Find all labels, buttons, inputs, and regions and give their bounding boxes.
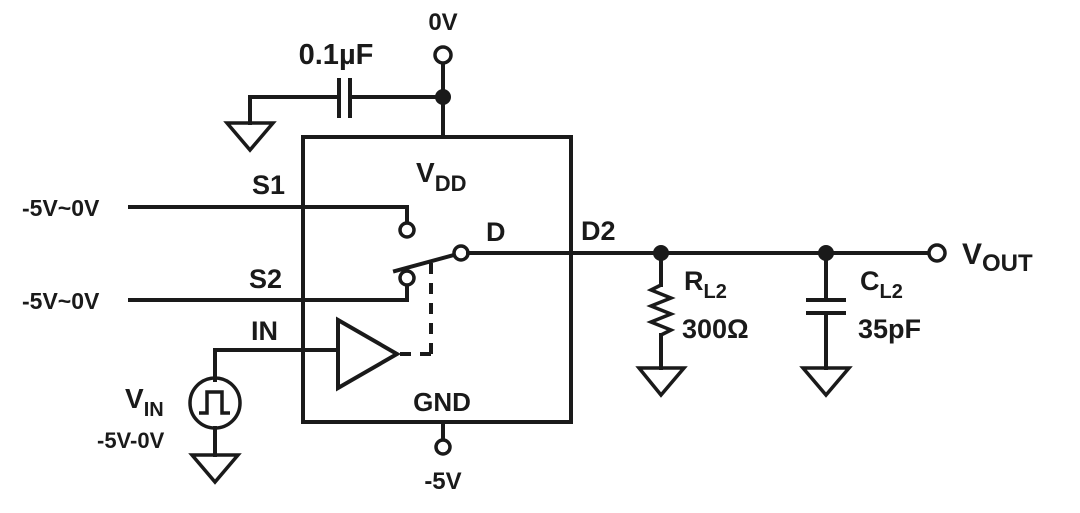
s2-range-label: -5V~0V: [22, 288, 100, 314]
vin-ground-symbol: [188, 453, 242, 485]
s1-range-label: -5V~0V: [22, 195, 100, 221]
gnd-pin-label: GND: [413, 387, 471, 417]
gnd-supply-terminal: [434, 438, 452, 456]
vdd-supply-pin: [433, 45, 453, 139]
load-capacitor: [806, 251, 846, 370]
switch-blade: [392, 244, 470, 274]
d-pin-label: D: [486, 217, 506, 247]
vin-range-label: -5V-0V: [97, 428, 165, 453]
switch-ic-body: [301, 135, 573, 424]
rl-ground-symbol: [635, 366, 688, 398]
vdd-pin-label: VDD: [416, 157, 466, 196]
gnd-supply-label: -5V: [424, 468, 461, 495]
bypass-capacitor: [248, 78, 445, 125]
in-control-line: [213, 348, 340, 382]
load-resistor: [646, 251, 676, 370]
vout-label: VOUT: [962, 238, 1033, 277]
s2-pin-label: S2: [249, 264, 282, 294]
control-buffer-triangle: [336, 316, 402, 392]
in-pin-label: IN: [251, 316, 278, 346]
cl-label: CL2: [860, 266, 903, 303]
rl-label: RL2: [684, 266, 727, 303]
d-contact: [452, 244, 470, 262]
vout-terminal: [927, 243, 947, 263]
rl-value-label: 300Ω: [682, 314, 749, 344]
cl-value-label: 35pF: [858, 314, 921, 344]
cl-ground-symbol: [799, 366, 853, 398]
vin-label: VIN: [125, 383, 164, 421]
gnd-supply-pin: [434, 420, 452, 456]
pulse-waveform-icon: [199, 390, 230, 415]
vin-pulse-source: [188, 376, 242, 457]
control-link-dashed: [400, 262, 433, 356]
d2-label: D2: [581, 216, 616, 246]
s2-input-line: [128, 269, 416, 302]
s1-pin-label: S1: [252, 170, 285, 200]
s2-contact: [398, 269, 416, 287]
vdd-supply-label: 0V: [428, 9, 457, 36]
bypass-cap-label: 0.1µF: [299, 39, 374, 71]
s1-input-line: [128, 205, 416, 239]
bypass-ground-symbol: [223, 121, 277, 153]
vdd-supply-terminal: [433, 45, 453, 65]
s1-contact: [398, 221, 416, 239]
